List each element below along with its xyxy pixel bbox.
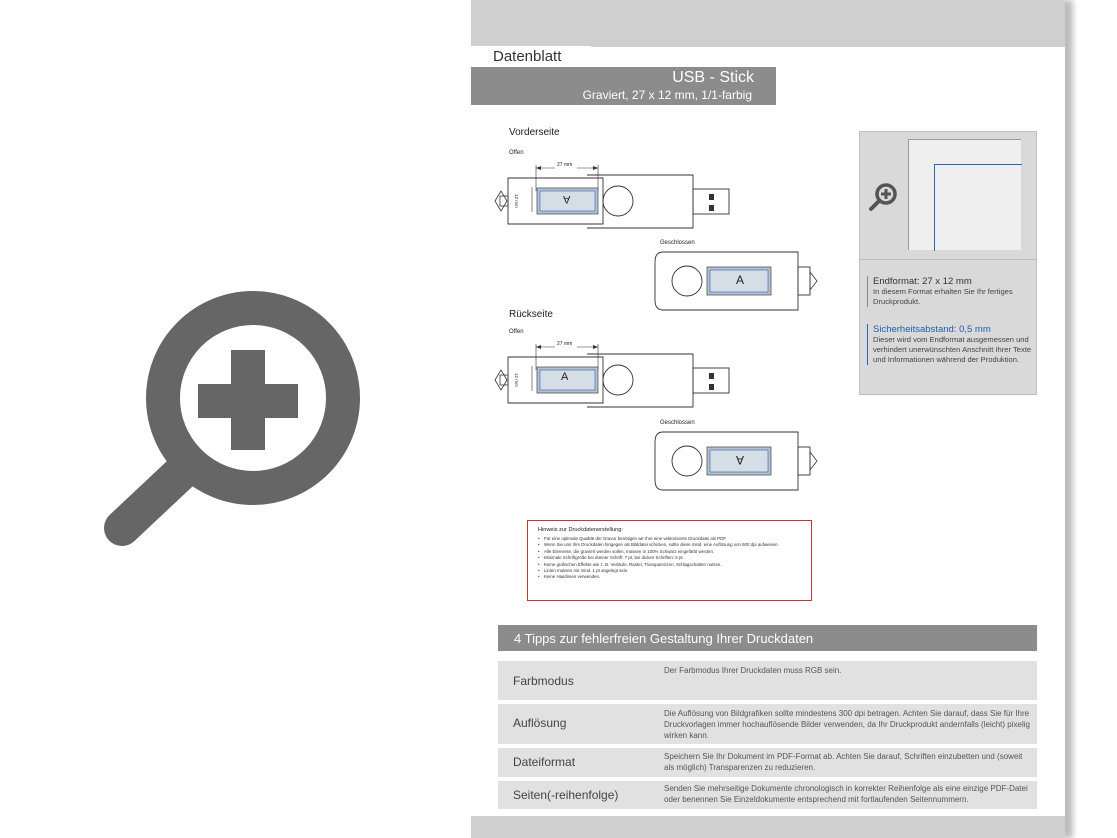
back-height-dim: 12 mm xyxy=(514,373,519,387)
front-width-dim: 27 mm xyxy=(557,162,573,168)
back-mark-open: A xyxy=(561,371,569,383)
hint-list: Für eine optimale Qualität der Gravur be… xyxy=(538,536,798,581)
product-subtitle: Graviert, 27 x 12 mm, 1/1-farbig xyxy=(582,88,752,102)
hint-item: Minimale Schriftgröße bei dünner Schrift… xyxy=(538,555,798,562)
endformat-block: Endformat: 27 x 12 mm In diesem Format e… xyxy=(867,276,1036,307)
datasheet-tab xyxy=(471,46,591,67)
tip-row-dateiformat: Dateiformat Speichern Sie Ihr Dokument i… xyxy=(498,748,1037,777)
hint-item: Wenn Sie uns Ihre Druckdaten hingegen al… xyxy=(538,542,798,549)
front-open-drawing xyxy=(494,164,730,229)
tip-name: Auflösung xyxy=(513,716,567,730)
zoom-in-icon[interactable] xyxy=(868,182,898,212)
back-open-drawing xyxy=(494,343,730,408)
hint-box: Hinweis zur Druckdatenerstellung: Für ei… xyxy=(527,520,812,601)
top-band xyxy=(471,0,1065,47)
hint-item: Alle Elemente, die graviert werden solle… xyxy=(538,549,798,556)
title-bar: USB - Stick Graviert, 27 x 12 mm, 1/1-fa… xyxy=(471,67,776,105)
tip-name: Farbmodus xyxy=(513,674,574,688)
tip-name: Dateiformat xyxy=(513,755,576,769)
tip-row-farbmodus: Farbmodus Der Farbmodus Ihrer Druckdaten… xyxy=(498,661,1037,700)
front-height-dim: 12 mm xyxy=(514,194,519,208)
tips-header: 4 Tipps zur fehlerfreien Gestaltung Ihre… xyxy=(498,625,1037,651)
safety-title: Sicherheitsabstand: 0,5 mm xyxy=(873,324,991,335)
back-open-label: Offen xyxy=(509,329,524,335)
safety-block: Sicherheitsabstand: 0,5 mm Dieser wird v… xyxy=(867,324,1036,365)
bottom-band xyxy=(471,816,1065,838)
tip-row-seiten: Seiten(-reihenfolge) Senden Sie mehrseit… xyxy=(498,781,1037,809)
tip-name: Seiten(-reihenfolge) xyxy=(513,788,619,802)
back-mark-closed: A xyxy=(736,453,745,467)
front-heading: Vorderseite xyxy=(509,127,560,138)
hint-item: Für eine optimale Qualität der Gravur be… xyxy=(538,536,798,543)
panel-divider xyxy=(860,259,1036,260)
format-panel: Endformat: 27 x 12 mm In diesem Format e… xyxy=(859,131,1037,395)
front-open-label: Offen xyxy=(509,150,524,156)
product-title: USB - Stick xyxy=(672,69,754,86)
datasheet-label: Datenblatt xyxy=(493,48,562,65)
hint-item: Keine grafischen Effekte wie z. B. Verlä… xyxy=(538,562,798,569)
tip-text: Senden Sie mehrseitige Dokumente chronol… xyxy=(664,784,1028,804)
back-closed-label: Geschlossen xyxy=(660,420,695,426)
tip-text: Die Auflösung von Bildgrafiken sollte mi… xyxy=(664,709,1030,740)
back-width-dim: 27 mm xyxy=(557,341,573,347)
hint-item: Keine Haarlinien verwenden. xyxy=(538,574,798,581)
front-closed-drawing xyxy=(654,251,818,311)
datasheet-page: Datenblatt USB - Stick Graviert, 27 x 12… xyxy=(471,0,1065,838)
endformat-title: Endformat: 27 x 12 mm xyxy=(873,276,972,287)
safety-margin-line xyxy=(934,164,1022,251)
safety-text: Dieser wird vom Endformat ausgemessen un… xyxy=(873,335,1032,364)
back-heading: Rückseite xyxy=(509,309,553,320)
zoom-in-icon[interactable] xyxy=(100,290,360,550)
tip-row-aufloesung: Auflösung Die Auflösung von Bildgrafiken… xyxy=(498,704,1037,744)
front-closed-label: Geschlossen xyxy=(660,240,695,246)
endformat-text: In diesem Format erhalten Sie Ihr fertig… xyxy=(873,287,1013,306)
hint-title: Hinweis zur Druckdatenerstellung: xyxy=(538,527,623,533)
hint-item: Linien müssen mit mind. 1 pt angelegt se… xyxy=(538,568,798,575)
tip-text: Speichern Sie Ihr Dokument im PDF-Format… xyxy=(664,752,1023,772)
front-mark-open: A xyxy=(563,193,571,205)
front-mark-closed: A xyxy=(736,273,745,287)
back-closed-drawing xyxy=(654,431,818,491)
tip-text: Der Farbmodus Ihrer Druckdaten muss RGB … xyxy=(664,666,842,675)
tips-title: 4 Tipps zur fehlerfreien Gestaltung Ihre… xyxy=(514,631,814,646)
format-preview xyxy=(908,139,1022,251)
